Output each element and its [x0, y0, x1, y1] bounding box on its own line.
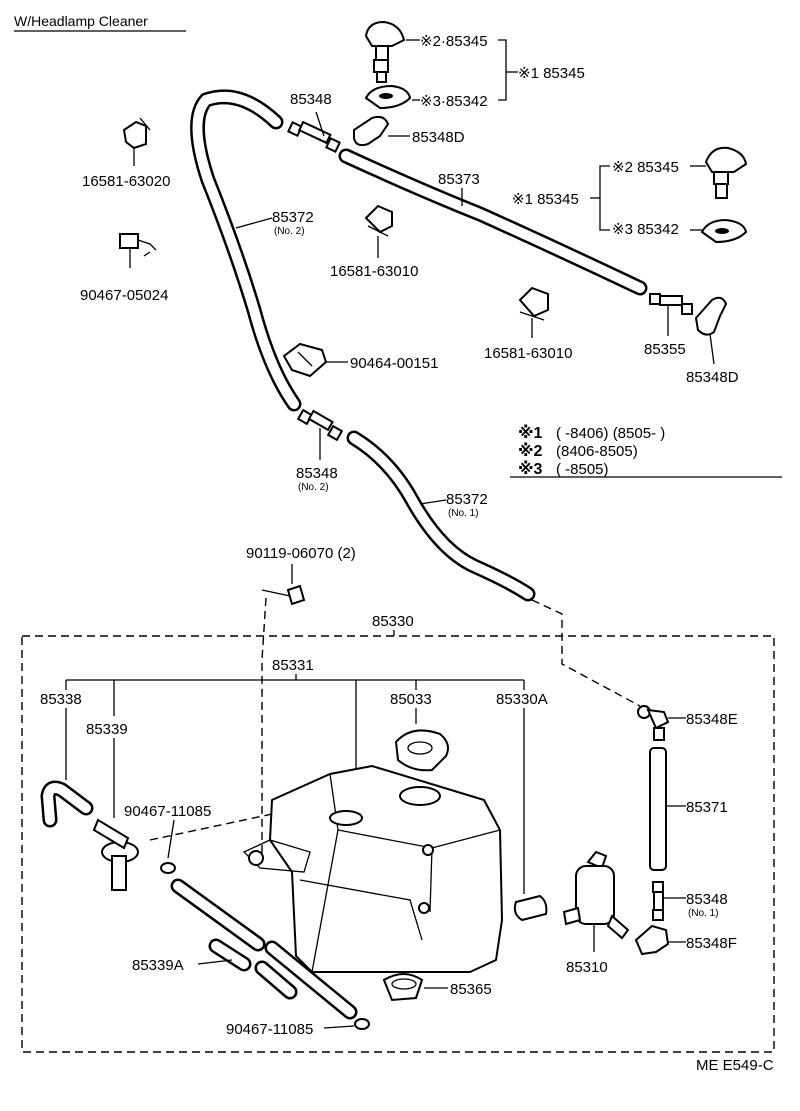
- label-85348-no1: 85348: [686, 891, 728, 908]
- label-85331: 85331: [272, 657, 314, 674]
- label-85373: 85373: [438, 171, 480, 188]
- label-85338: 85338: [40, 691, 82, 708]
- label-85348-no2-sub: (No. 2): [298, 482, 329, 493]
- label-90464-00151: 90464-00151: [350, 355, 438, 372]
- elbow-85348E: [637, 705, 670, 741]
- cap-85033: [394, 729, 449, 772]
- legend: ※1 ( -8406) (8505- ) ※2 (8406-8505) ※3 (…: [510, 424, 782, 478]
- legend-mark-3: ※3: [518, 460, 543, 478]
- label-85345-top: ※2·85345: [420, 33, 488, 50]
- hose-85372-no1: [346, 430, 536, 602]
- label-90467-05024: 90467-05024: [80, 287, 168, 304]
- grommet-85339: [92, 818, 139, 891]
- label-85339: 85339: [86, 721, 128, 738]
- elbow-85348F: [634, 924, 670, 956]
- grommet-85365: [382, 973, 424, 1002]
- label-85348F: 85348F: [686, 935, 737, 952]
- nozzle-cover-top-center: [364, 84, 412, 110]
- diagram-code: ME E549-C: [696, 1057, 774, 1074]
- joint-85348-top: [287, 120, 341, 153]
- label-185345-right: ※1 85345: [512, 191, 579, 208]
- label-85345-right: ※2 85345: [612, 159, 679, 176]
- elbow-85348D-top: [353, 115, 390, 147]
- pump-85310: [562, 850, 630, 940]
- bolt-90119-06070: [261, 584, 306, 606]
- nozzle-cover-right: [700, 218, 748, 244]
- legend-text-2: (8406-8505): [556, 443, 638, 460]
- grommet-85330A: [513, 894, 548, 922]
- label-85339A: 85339A: [132, 957, 184, 974]
- label-90467-11085-a: 90467-11085: [124, 803, 211, 820]
- label-85348-top: 85348: [290, 91, 332, 108]
- clip-16581-63010-lower: [518, 286, 549, 321]
- label-85372-no2-sub: (No. 2): [274, 226, 305, 237]
- label-85365: 85365: [450, 981, 492, 998]
- diagram-title: W/Headlamp Cleaner: [14, 13, 148, 29]
- label-85330: 85330: [372, 613, 414, 630]
- label-85372-no1: 85372: [446, 491, 488, 508]
- legend-mark-2: ※2: [518, 442, 543, 460]
- joint-85355: [649, 293, 693, 315]
- reservoir-tank: [242, 764, 504, 973]
- clip-90464-00151: [282, 342, 328, 378]
- label-85348D-right: 85348D: [686, 369, 739, 386]
- label-90119-06070: 90119-06070 (2): [246, 545, 356, 562]
- label-85348E: 85348E: [686, 711, 738, 728]
- label-16581-63010-b: 16581-63010: [484, 345, 572, 362]
- clip-16581-63010-upper: [364, 204, 393, 237]
- label-85371: 85371: [686, 799, 728, 816]
- clamp-90467-11085-upper: [160, 862, 176, 874]
- hose-85372-no2: [190, 89, 302, 412]
- label-85348D-top: 85348D: [412, 129, 465, 146]
- label-85342-top: ※3·85342: [420, 93, 488, 110]
- clamp-90467-11085-lower: [354, 1018, 370, 1030]
- label-85348-no1-sub: (No. 1): [688, 908, 719, 919]
- label-85372-no1-sub: (No. 1): [448, 508, 479, 519]
- label-85348-no2: 85348: [296, 465, 338, 482]
- route-dashed-right: [531, 599, 641, 707]
- legend-text-1: ( -8406) (8505- ): [556, 425, 665, 442]
- joint-85348-no1: [652, 881, 664, 921]
- route-dashed-bolt: [261, 597, 267, 860]
- nozzle-top-center: [364, 20, 406, 83]
- label-16581-63020: 16581-63020: [82, 173, 170, 190]
- label-85372-no2: 85372: [272, 209, 314, 226]
- legend-text-3: ( -8505): [556, 461, 609, 478]
- label-185345-top: ※1 85345: [518, 65, 585, 82]
- label-16581-63010-a: 16581-63010: [330, 263, 418, 280]
- legend-mark-1: ※1: [518, 424, 543, 442]
- label-85033: 85033: [390, 691, 432, 708]
- clip-90467-05024: [119, 233, 157, 257]
- reservoir-assembly-box: [21, 635, 775, 1053]
- tube-85339A: [170, 878, 358, 1020]
- nozzle-right: [704, 146, 748, 199]
- label-85342-right: ※3 85342: [612, 221, 679, 238]
- elbow-85348D-right: [694, 296, 728, 336]
- label-85330A: 85330A: [496, 691, 548, 708]
- label-85310: 85310: [566, 959, 608, 976]
- label-85355: 85355: [644, 341, 686, 358]
- clip-16581-63020: [122, 117, 151, 150]
- joint-85348-no2: [296, 408, 344, 442]
- hose-85338: [40, 780, 94, 828]
- label-90467-11085-b: 90467-11085: [226, 1021, 313, 1038]
- hose-85371: [649, 747, 667, 871]
- hose-85373: [338, 148, 648, 296]
